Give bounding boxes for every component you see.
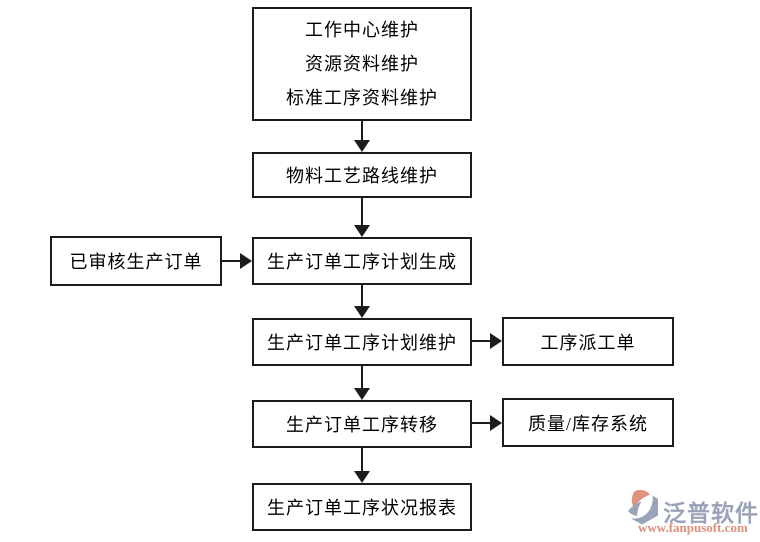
node-quality-inventory-system: 质量/库存系统 [502,398,674,447]
node-line: 标准工序资料维护 [286,88,438,108]
arrow-right-quality-head-icon [490,415,502,431]
arrow-right-quality-line [472,422,491,424]
arrow-right-dispatch-head-icon [490,333,502,349]
arrow-right-dispatch-line [472,340,491,342]
node-material-routing-maintenance: 物料工艺路线维护 [252,152,472,198]
arrow-right-approved-order-head-icon [240,253,252,269]
node-approved-production-order: 已审核生产订单 [50,236,222,286]
node-operation-status-report: 生产订单工序状况报表 [252,483,472,531]
arrow-down-3-line [361,285,363,307]
arrow-down-3-head-icon [354,306,370,318]
node-operation-dispatch-order: 工序派工单 [502,317,674,366]
arrow-down-2-line [361,198,363,226]
node-label: 生产订单工序状况报表 [267,498,457,518]
node-operation-plan-generation: 生产订单工序计划生成 [252,237,472,285]
node-label: 生产订单工序计划生成 [267,252,457,272]
fanpu-watermark: 泛普软件 www.fanpusoft.com [624,487,758,535]
node-label: 生产订单工序转移 [286,415,438,435]
arrow-down-4-line [361,366,363,389]
arrow-down-4-head-icon [354,388,370,400]
node-label: 已审核生产订单 [69,252,203,272]
node-label: 生产订单工序计划维护 [267,333,457,353]
node-line: 工作中心维护 [305,20,419,40]
arrow-down-5-line [361,448,363,472]
arrow-down-1-line [361,121,363,141]
node-master-data-maintenance: 工作中心维护 资源资料维护 标准工序资料维护 [252,7,472,121]
fanpu-url-text: www.fanpusoft.com [638,520,748,535]
node-line: 资源资料维护 [305,54,419,74]
arrow-down-1-head-icon [354,140,370,152]
node-operation-transfer: 生产订单工序转移 [252,400,472,448]
arrow-down-2-head-icon [354,225,370,237]
arrow-down-5-head-icon [354,471,370,483]
arrow-right-approved-order-line [222,260,241,262]
node-label: 质量/库存系统 [527,413,648,434]
node-label: 工序派工单 [540,332,636,353]
node-label: 物料工艺路线维护 [286,166,438,186]
fanpu-logo-icon [628,489,658,525]
fanpu-brand-text: 泛普软件 [663,500,759,526]
node-operation-plan-maintenance: 生产订单工序计划维护 [252,318,472,366]
